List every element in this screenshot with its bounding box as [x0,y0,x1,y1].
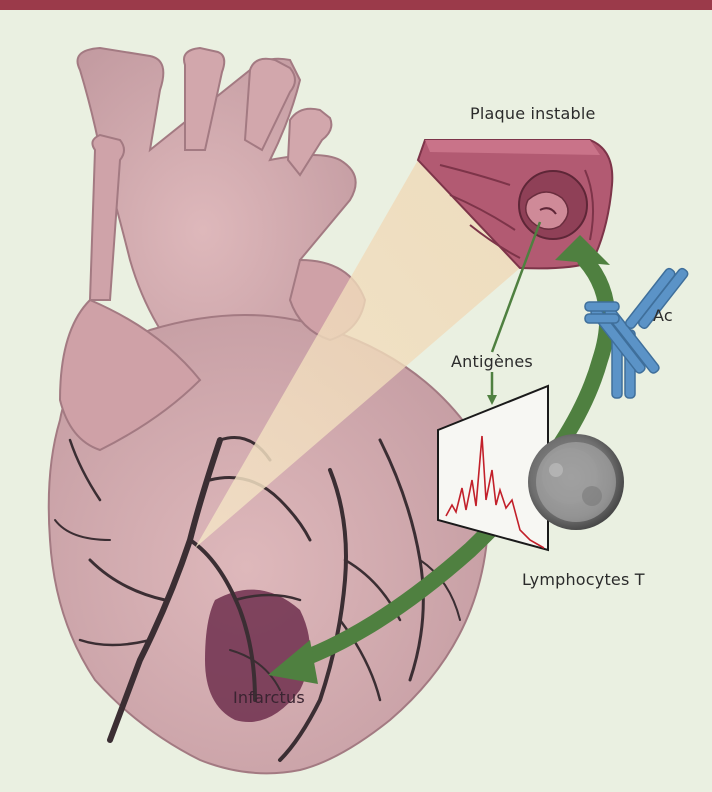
label-lymphocytes-t: Lymphocytes T [522,570,645,589]
label-plaque-instable: Plaque instable [470,104,596,123]
t-lymphocyte-cell [528,434,624,530]
label-infarctus: Infarctus [233,688,305,707]
label-antigenes: Antigènes [451,352,533,371]
label-ac: Ac [653,306,673,325]
